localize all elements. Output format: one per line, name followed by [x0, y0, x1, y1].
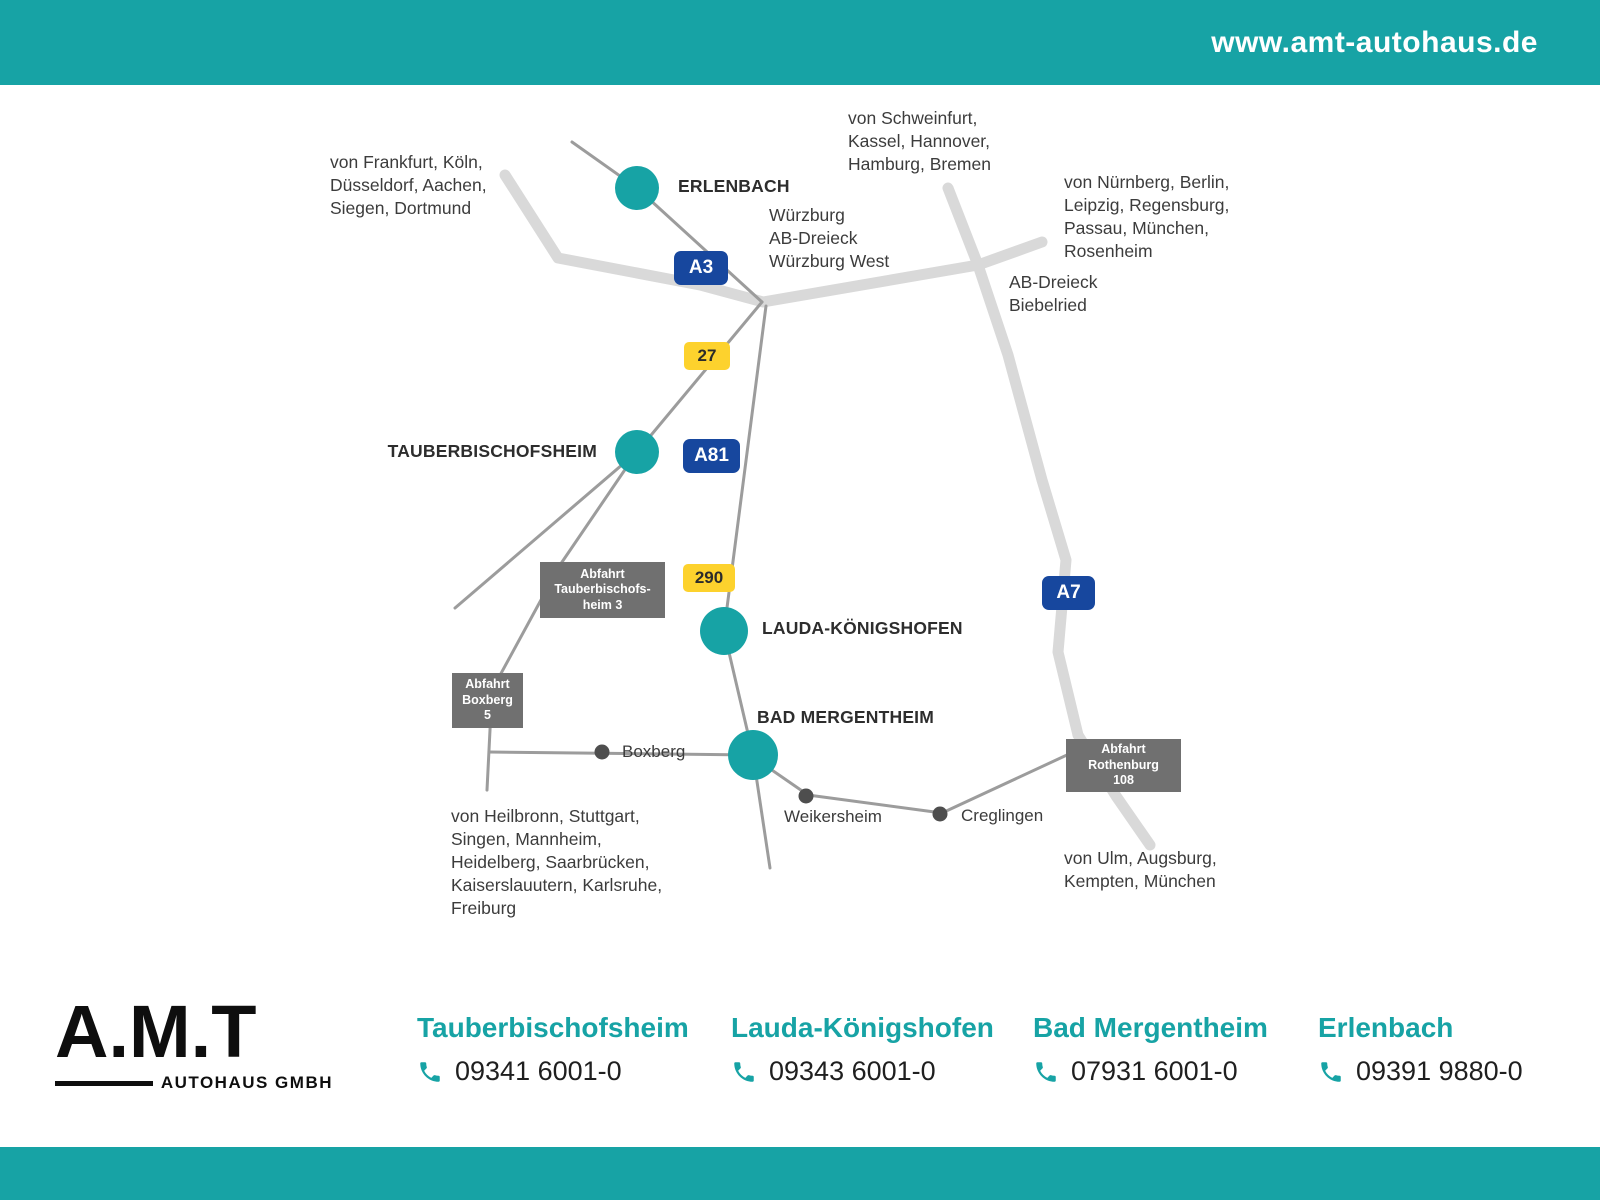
town-label-weikersheim: Weikersheim — [784, 807, 882, 826]
logo-subtitle: AUTOHAUS GMBH — [160, 1073, 333, 1092]
location-bad-mergentheim: Bad Mergentheim 07931 6001-0 — [1033, 1012, 1268, 1087]
location-name: Tauberbischofsheim — [417, 1012, 689, 1043]
city-label-erlenbach: ERLENBACH — [678, 176, 790, 196]
direction-from-nuernberg: von Nürnberg, Berlin, Leipzig, Regensbur… — [1064, 172, 1230, 261]
phone-icon — [420, 1061, 440, 1082]
road-b290 — [722, 304, 772, 870]
direction-from-schweinfurt: von Schweinfurt, Kassel, Hannover, Hambu… — [848, 108, 991, 174]
autobahn-badge-a3: A3 — [674, 251, 728, 285]
location-erlenbach: Erlenbach 09391 9880-0 — [1318, 1012, 1523, 1087]
phone-icon — [1036, 1061, 1056, 1082]
location-phone-row: 09343 6001-0 — [731, 1056, 994, 1087]
city-marker-tauberbischofsheim — [615, 430, 659, 474]
exit-box-tauberbischofsheim: Abfahrt Tauberbischofs- heim 3 — [540, 562, 665, 618]
footer-bar — [0, 1147, 1600, 1200]
phone-icon — [1321, 1061, 1341, 1082]
location-phone: 09391 9880-0 — [1356, 1056, 1523, 1086]
location-phone: 07931 6001-0 — [1071, 1056, 1238, 1086]
autobahn-badge-a7: A7 — [1042, 576, 1095, 610]
label-dreieck-biebelried: AB-Dreieck Biebelried — [1009, 272, 1098, 315]
logo-subtitle-row: AUTOHAUS GMBH — [55, 1073, 333, 1093]
city-marker-bad-mergentheim — [728, 730, 778, 780]
autobahn-badge-a81: A81 — [683, 439, 740, 473]
phone-icon — [734, 1061, 754, 1082]
city-label-tauberbischofsheim: TAUBERBISCHOFSHEIM — [387, 441, 597, 461]
road-a3 — [499, 169, 1048, 308]
location-phone-row: 09391 9880-0 — [1318, 1056, 1523, 1087]
road-badge-290: 290 — [683, 564, 735, 592]
road-boxberg-local — [487, 750, 755, 757]
location-tauberbischofsheim: Tauberbischofsheim 09341 6001-0 — [417, 1012, 689, 1087]
town-label-boxberg: Boxberg — [622, 742, 686, 761]
city-label-lauda: LAUDA-KÖNIGSHOFEN — [762, 618, 963, 638]
site-url: www.amt-autohaus.de — [1211, 26, 1538, 59]
direction-from-ulm: von Ulm, Augsburg, Kempten, München — [1064, 848, 1217, 891]
exit-box-rothenburg: Abfahrt Rothenburg 108 — [1066, 739, 1181, 792]
city-marker-lauda — [700, 607, 748, 655]
town-dot-boxberg — [594, 744, 610, 760]
location-lauda: Lauda-Königshofen 09343 6001-0 — [731, 1012, 994, 1087]
location-phone: 09341 6001-0 — [455, 1056, 622, 1086]
exit-box-boxberg: Abfahrt Boxberg 5 — [452, 673, 523, 728]
logo-rule — [55, 1080, 153, 1086]
road-badge-27: 27 — [684, 342, 730, 370]
label-wuerzburg-dreieck: Würzburg AB-Dreieck Würzburg West — [769, 205, 890, 271]
location-name: Bad Mergentheim — [1033, 1012, 1268, 1043]
location-name: Erlenbach — [1318, 1012, 1454, 1043]
location-phone-row: 09341 6001-0 — [417, 1056, 689, 1087]
amt-logo: A.M.T AUTOHAUS GMBH — [55, 990, 333, 1093]
town-dot-creglingen — [932, 806, 948, 822]
town-label-creglingen: Creglingen — [961, 806, 1044, 825]
city-marker-erlenbach — [615, 166, 659, 210]
town-dot-weikersheim — [798, 788, 814, 804]
direction-from-frankfurt: von Frankfurt, Köln, Düsseldorf, Aachen,… — [330, 152, 487, 218]
road-east-to-a7 — [751, 746, 1084, 815]
direction-from-heilbronn: von Heilbronn, Stuttgart, Singen, Mannhe… — [451, 806, 663, 918]
location-phone-row: 07931 6001-0 — [1033, 1056, 1268, 1087]
location-phone: 09343 6001-0 — [769, 1056, 936, 1086]
road-a81-south — [485, 450, 639, 792]
location-name: Lauda-Königshofen — [731, 1012, 994, 1043]
header-bar: www.amt-autohaus.de — [0, 0, 1600, 85]
road-a7-north — [942, 182, 984, 271]
logo-wordmark: A.M.T — [55, 990, 257, 1073]
city-label-bad-mergentheim: BAD MERGENTHEIM — [757, 707, 935, 727]
